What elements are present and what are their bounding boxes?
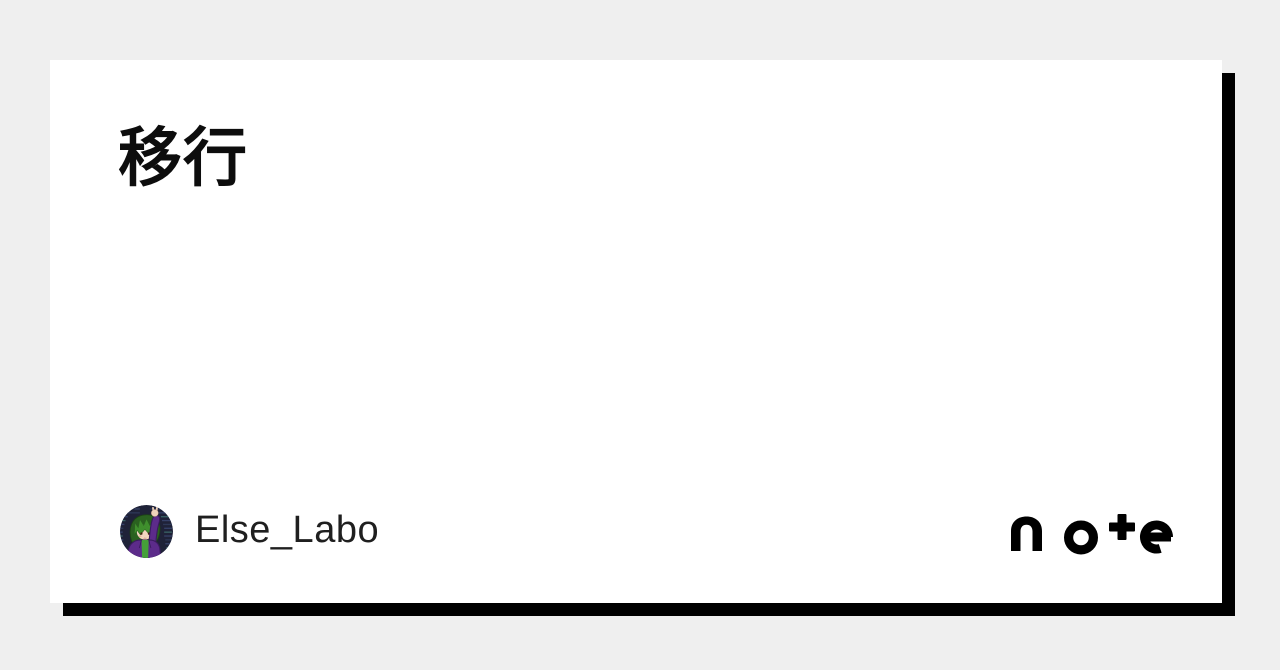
card-footer: Else_Labo (120, 505, 1174, 558)
author-name: Else_Labo (195, 508, 380, 551)
author-avatar-icon (120, 505, 173, 558)
author-link[interactable]: Else_Labo (120, 505, 379, 558)
article-title: 移行 (118, 122, 248, 194)
note-logo-icon[interactable] (1008, 513, 1174, 557)
note-article-card[interactable]: 移行 (50, 60, 1222, 603)
